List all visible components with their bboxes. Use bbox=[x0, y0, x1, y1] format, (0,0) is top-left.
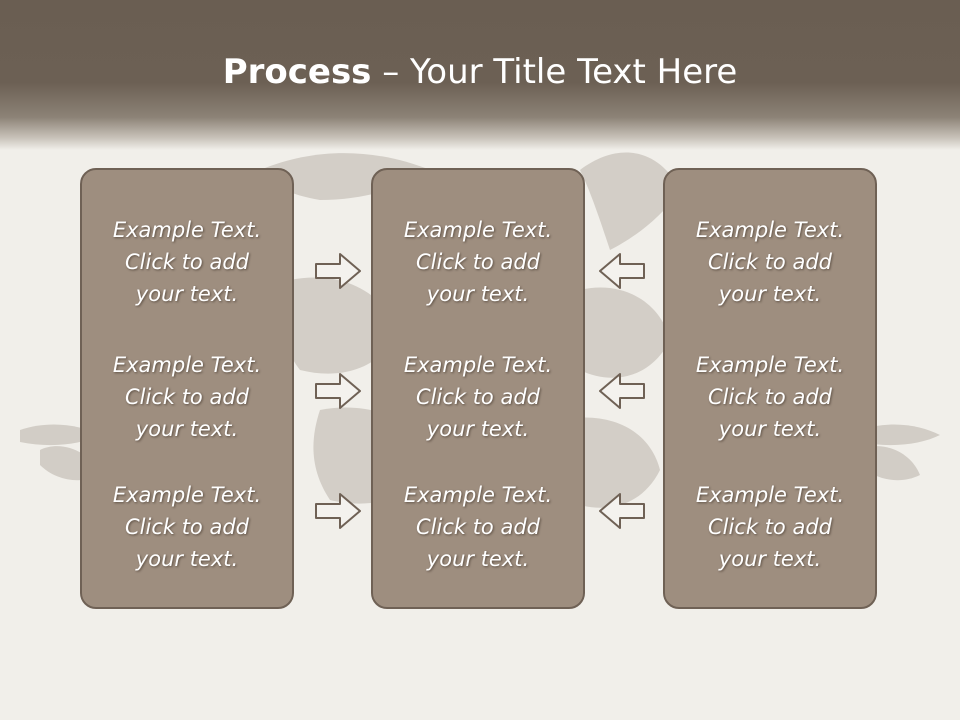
panel-text-2-2[interactable]: Example Text. Click to add your text. bbox=[403, 353, 553, 441]
slide-title[interactable]: Process – Your Title Text Here bbox=[0, 52, 960, 92]
title-rest: – Your Title Text Here bbox=[371, 52, 738, 92]
panel-text-2-3[interactable]: Example Text. Click to add your text. bbox=[403, 483, 553, 571]
right-arrow-icon bbox=[315, 253, 361, 289]
left-arrow-icon bbox=[599, 493, 645, 529]
step-panel-3: Example Text. Click to add your text. Ex… bbox=[663, 168, 877, 609]
panel-text-1-2[interactable]: Example Text. Click to add your text. bbox=[112, 353, 262, 441]
title-banner bbox=[0, 0, 960, 150]
title-bold: Process bbox=[222, 52, 372, 92]
panel-text-3-3[interactable]: Example Text. Click to add your text. bbox=[695, 483, 845, 571]
panel-text-1-1[interactable]: Example Text. Click to add your text. bbox=[112, 218, 262, 306]
step-panel-1: Example Text. Click to add your text. Ex… bbox=[80, 168, 294, 609]
panel-text-3-1[interactable]: Example Text. Click to add your text. bbox=[695, 218, 845, 306]
step-panel-2: Example Text. Click to add your text. Ex… bbox=[371, 168, 585, 609]
right-arrow-icon bbox=[315, 493, 361, 529]
panel-text-1-3[interactable]: Example Text. Click to add your text. bbox=[112, 483, 262, 571]
panel-text-2-1[interactable]: Example Text. Click to add your text. bbox=[403, 218, 553, 306]
right-arrow-icon bbox=[315, 373, 361, 409]
left-arrow-icon bbox=[599, 253, 645, 289]
left-arrow-icon bbox=[599, 373, 645, 409]
panel-text-3-2[interactable]: Example Text. Click to add your text. bbox=[695, 353, 845, 441]
